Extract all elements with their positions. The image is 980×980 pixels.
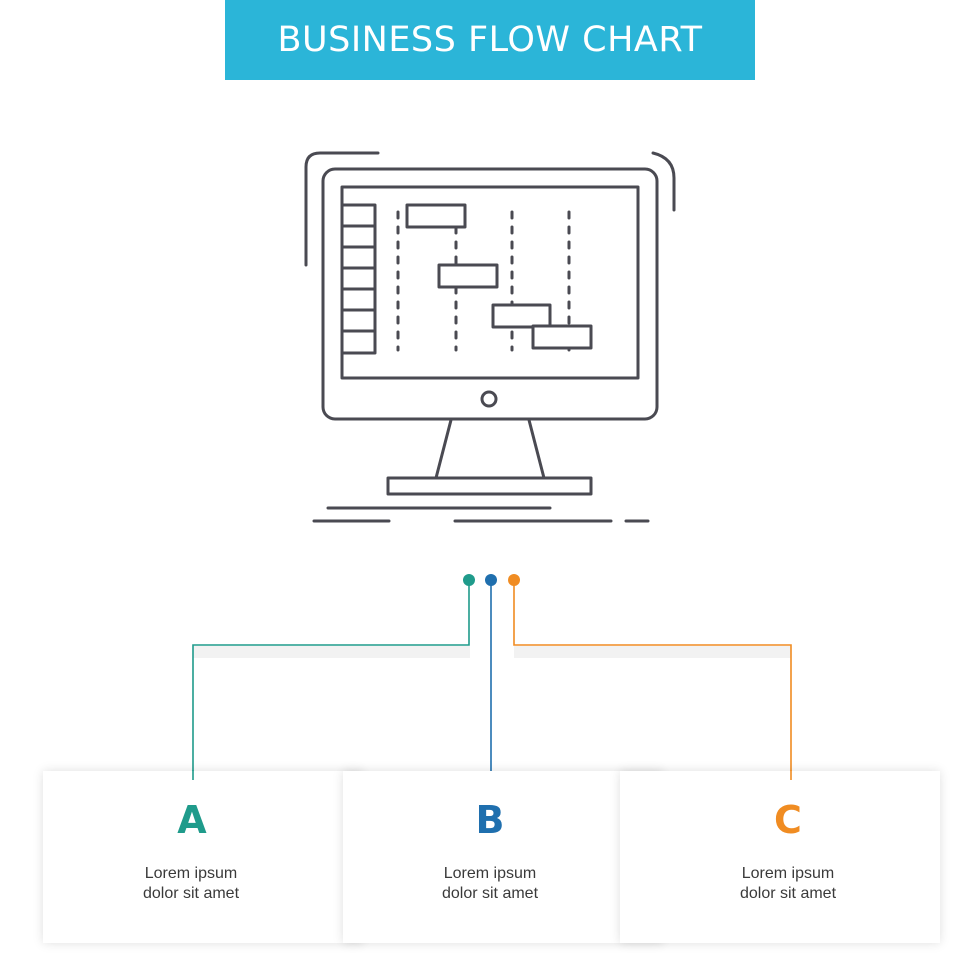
- step-text-b: Lorem ipsum dolor sit amet: [390, 864, 590, 904]
- dot-a: [463, 574, 475, 586]
- step-card-c: [620, 771, 940, 943]
- title-banner: BUSINESS FLOW CHART: [225, 0, 755, 80]
- step-card-a: [43, 771, 363, 943]
- step-text-b-line1: Lorem ipsum: [443, 865, 537, 882]
- connector-shadows: [193, 646, 791, 658]
- step-letter-b: B: [475, 798, 505, 842]
- step-text-c-line2: dolor sit amet: [739, 885, 837, 902]
- step-card-b: [343, 771, 663, 943]
- step-text-b-line2: dolor sit amet: [441, 885, 539, 902]
- page-title: BUSINESS FLOW CHART: [277, 20, 703, 60]
- gantt-chart-monitor-icon: [304, 151, 676, 523]
- connector-a: [192, 581, 470, 780]
- connector-c: [513, 581, 792, 780]
- step-text-a: Lorem ipsum dolor sit amet: [91, 864, 291, 904]
- dot-c: [508, 574, 520, 586]
- step-letter-c: C: [774, 798, 802, 842]
- step-text-a-line2: dolor sit amet: [142, 885, 240, 902]
- connectors: [192, 581, 792, 780]
- dot-b: [485, 574, 497, 586]
- step-text-c-line1: Lorem ipsum: [741, 865, 835, 882]
- step-letter-a: A: [177, 798, 207, 842]
- step-text-a-line1: Lorem ipsum: [144, 865, 238, 882]
- step-text-c: Lorem ipsum dolor sit amet: [688, 864, 888, 904]
